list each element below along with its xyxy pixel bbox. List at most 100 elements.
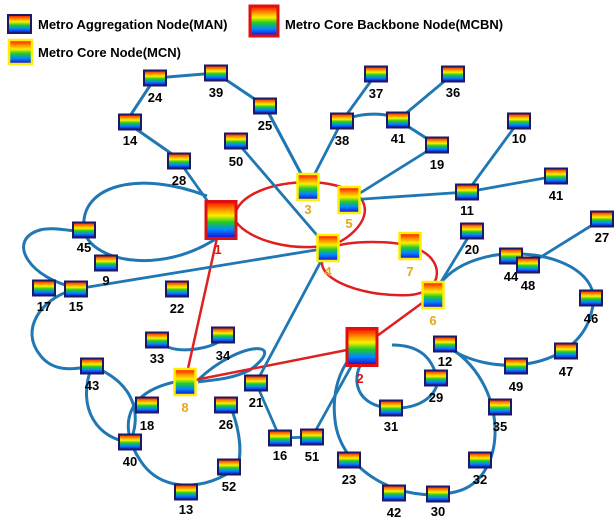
node-label: 12 (438, 354, 452, 369)
node-label: 40 (123, 454, 137, 469)
node-man: 13 (174, 483, 198, 517)
node-man: 51 (300, 428, 324, 464)
node-label: 23 (342, 472, 356, 487)
node-label: 20 (465, 242, 479, 257)
node-man: 50 (224, 132, 248, 169)
node-label: 26 (219, 417, 233, 432)
node-mcn: 8 (173, 367, 197, 415)
man-node-icon (244, 374, 268, 392)
node-man: 43 (80, 357, 104, 393)
node-man: 23 (337, 451, 361, 487)
node-man: 42 (382, 484, 406, 520)
man-node-icon (204, 64, 228, 82)
node-man: 36 (441, 65, 465, 100)
node-man: 39 (204, 64, 228, 100)
man-node-icon (145, 331, 169, 349)
man-node-icon (268, 429, 292, 447)
node-label: 10 (512, 131, 526, 146)
node-label: 28 (172, 173, 186, 188)
legend-mcn-label: Metro Core Node(MCN) (38, 45, 181, 60)
man-node-icon (426, 485, 450, 503)
node-man: 9 (94, 254, 118, 288)
man-node-icon (143, 69, 167, 87)
ring-link (196, 347, 267, 384)
node-label: 4 (324, 264, 332, 279)
node-label: 18 (140, 418, 154, 433)
node-label: 7 (406, 264, 413, 279)
man-node-icon (516, 256, 540, 274)
man-node-icon (118, 433, 142, 451)
node-label: 21 (249, 395, 263, 410)
node-label: 46 (584, 311, 598, 326)
man-node-icon (590, 210, 614, 228)
node-mcn: 6 (421, 280, 445, 328)
node-label: 47 (559, 364, 573, 379)
node-mcbn: 2 (345, 327, 379, 386)
man-node-icon (433, 335, 457, 353)
node-label: 24 (148, 90, 163, 105)
node-label: 49 (509, 379, 523, 394)
node-label: 32 (473, 472, 487, 487)
node-man: 32 (468, 451, 492, 487)
man-node-icon (118, 113, 142, 131)
man-node-icon (424, 369, 448, 387)
node-man: 18 (135, 396, 159, 433)
node-man: 47 (554, 342, 578, 379)
mcn-node-icon (337, 185, 361, 215)
node-man: 17 (32, 279, 56, 314)
node-label: 38 (335, 133, 349, 148)
node-man: 25 (253, 97, 277, 133)
man-node-icon (72, 221, 96, 239)
man-node-icon (579, 289, 603, 307)
man-node-icon (165, 280, 189, 298)
man-node-icon (330, 112, 354, 130)
node-label: 13 (179, 502, 193, 517)
node-mcn: 4 (316, 233, 340, 279)
access-link (348, 190, 468, 202)
node-man: 19 (425, 136, 449, 172)
access-link (75, 246, 329, 291)
node-man: 20 (460, 222, 484, 257)
man-node-icon (214, 396, 238, 414)
man-node-icon (386, 111, 410, 129)
node-man: 37 (364, 65, 388, 101)
ring-link (434, 252, 596, 367)
mcn-node-icon (421, 280, 445, 310)
access-link (348, 143, 438, 202)
node-man: 12 (433, 335, 457, 369)
node-man: 28 (167, 152, 191, 188)
man-node-icon (217, 458, 241, 476)
node-label: 22 (170, 301, 184, 316)
node-man: 34 (211, 326, 235, 363)
node-mcn: 3 (296, 172, 320, 217)
man-node-icon (364, 65, 388, 83)
core-ring (234, 181, 366, 249)
node-label: 35 (493, 419, 507, 434)
node-man: 35 (488, 398, 512, 434)
node-man: 16 (268, 429, 292, 463)
man-node-icon (337, 451, 361, 469)
node-man: 24 (143, 69, 167, 105)
access-link (254, 247, 330, 384)
man-node-icon (488, 398, 512, 416)
node-man: 21 (244, 374, 268, 410)
node-label: 3 (304, 202, 311, 217)
node-label: 29 (429, 390, 443, 405)
node-man: 33 (145, 331, 169, 366)
legend-man-icon (7, 14, 32, 34)
mcn-node-icon (316, 233, 340, 263)
node-man: 14 (118, 113, 142, 148)
access-link (527, 217, 603, 267)
node-label: 39 (209, 85, 223, 100)
ring-link (82, 181, 221, 263)
mcn-node-icon (398, 231, 422, 261)
access-link (466, 174, 557, 194)
node-man: 15 (64, 280, 88, 314)
node-man: 26 (214, 396, 238, 432)
node-label: 6 (429, 313, 436, 328)
node-label: 17 (37, 299, 51, 314)
node-man: 48 (516, 256, 540, 293)
access-link (254, 382, 282, 439)
man-node-icon (211, 326, 235, 344)
man-node-icon (174, 483, 198, 501)
